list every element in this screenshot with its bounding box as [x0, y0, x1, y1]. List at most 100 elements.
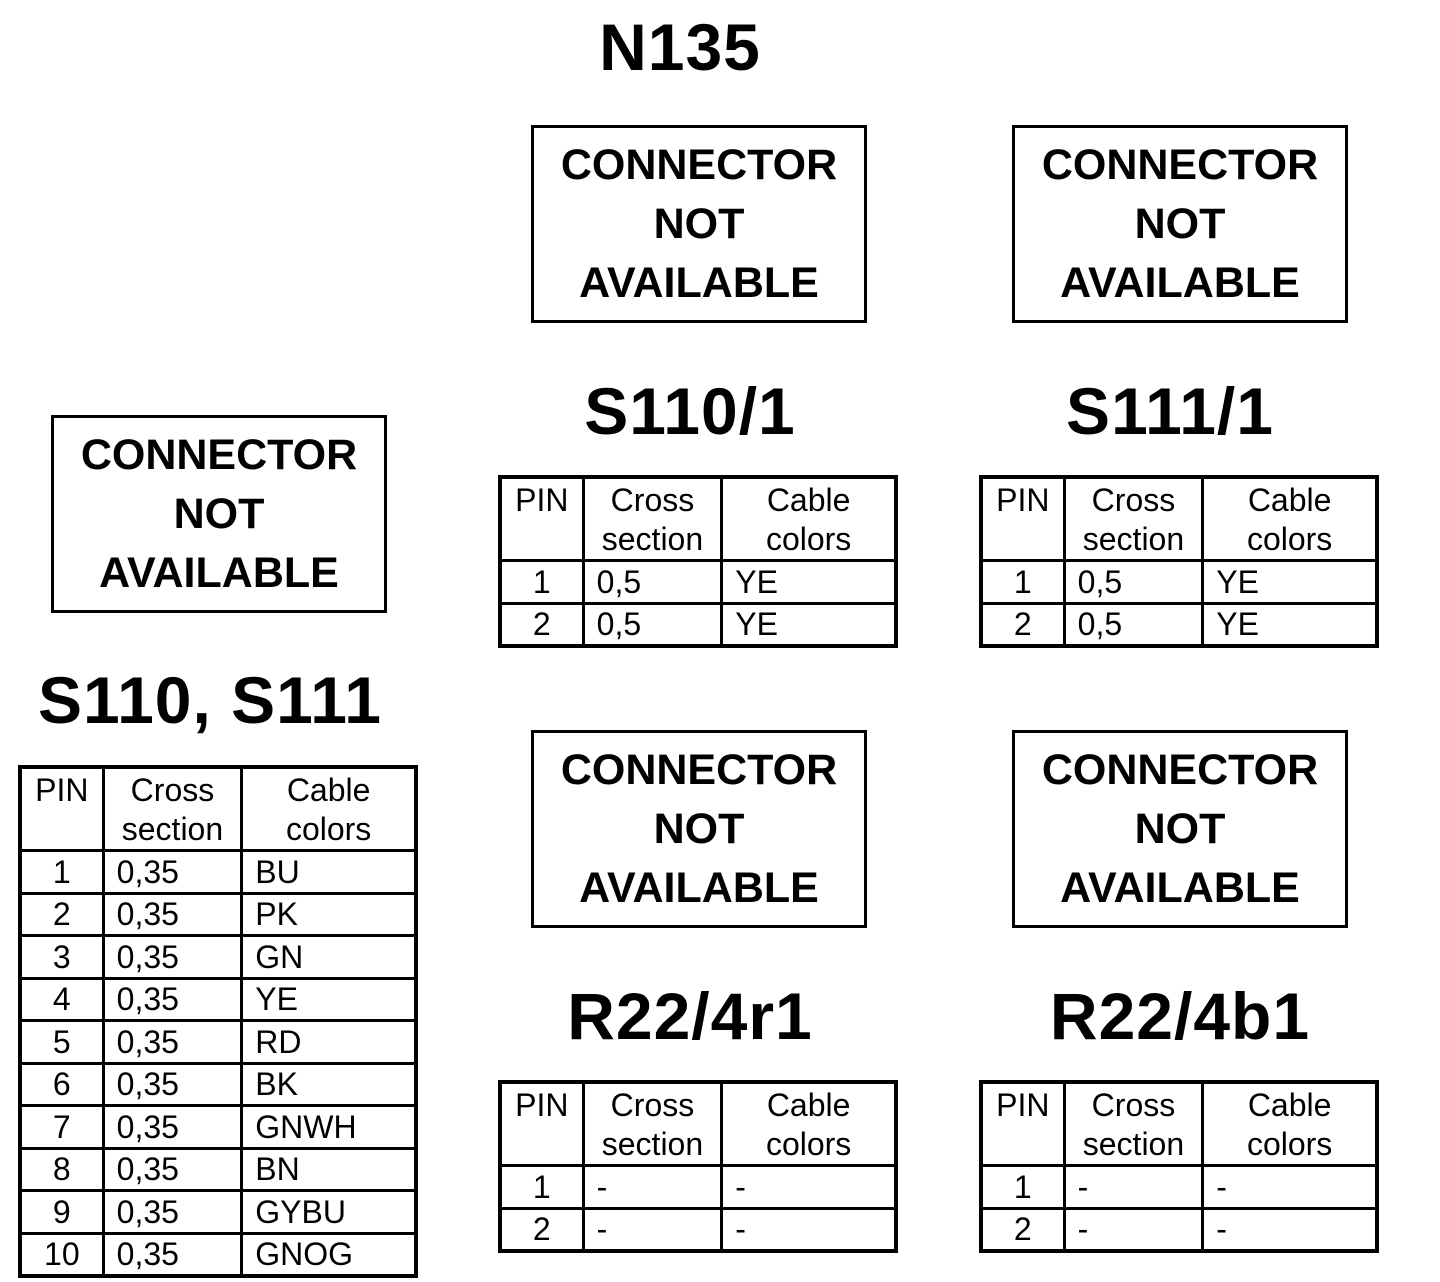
na-line-1: CONNECTOR: [560, 140, 838, 189]
title-s111-1: S111/1: [1066, 374, 1274, 448]
na-line-2: NOT: [653, 804, 745, 853]
cross-section-cell: 0,5: [581, 559, 724, 605]
cable-color-cell: -: [1201, 1164, 1379, 1210]
pin-header-label: PIN: [515, 482, 569, 518]
cable-color-cell: GYBU: [240, 1189, 418, 1235]
na-line-2: NOT: [1134, 804, 1226, 853]
cross-section-cell: -: [581, 1206, 724, 1253]
cross-section-cell: -: [581, 1164, 724, 1210]
cable-color-cell: BU: [240, 849, 418, 895]
cable-color-cell: GN: [240, 934, 418, 980]
pin-cell: 1: [979, 1164, 1066, 1210]
pin-cell: 2: [498, 601, 585, 648]
na-line-1: CONNECTOR: [1041, 745, 1319, 794]
na-line-2: NOT: [1134, 199, 1226, 248]
pin-cell: 9: [18, 1189, 105, 1235]
connector-not-available-box-n135-left: CONNECTOR NOT AVAILABLE: [531, 125, 867, 323]
pin-header: PIN: [498, 475, 585, 562]
cross-section-header-line-2: section: [1082, 1126, 1185, 1162]
pin-cell: 1: [979, 559, 1066, 605]
cable-color-cell: YE: [720, 601, 898, 648]
na-line-3: AVAILABLE: [99, 548, 339, 597]
cross-section-cell: 0,35: [101, 891, 244, 937]
pin-cell: 4: [18, 976, 105, 1022]
title-s110-s111: S110, S111: [37, 663, 383, 737]
cross-section-cell: -: [1062, 1164, 1205, 1210]
cross-section-header-line-2: section: [601, 521, 704, 557]
cross-section-header-line-1: Cross: [610, 1087, 695, 1123]
na-line-2: NOT: [173, 489, 265, 538]
cable-colors-header-line-1: Cable: [1247, 1087, 1332, 1123]
cross-section-header-line-1: Cross: [610, 482, 695, 518]
cross-section-header-line-2: section: [601, 1126, 704, 1162]
na-line-3: AVAILABLE: [1060, 258, 1300, 307]
pin-header: PIN: [498, 1080, 585, 1167]
na-line-1: CONNECTOR: [80, 430, 358, 479]
cable-color-cell: -: [720, 1164, 898, 1210]
cross-section-cell: -: [1062, 1206, 1205, 1253]
pin-header: PIN: [979, 1080, 1066, 1167]
pin-cell: 7: [18, 1104, 105, 1150]
cable-colors-header-line-2: colors: [1246, 1126, 1333, 1162]
cable-color-cell: GNOG: [240, 1231, 418, 1278]
cross-section-cell: 0,35: [101, 1104, 244, 1150]
cross-section-cell: 0,35: [101, 1019, 244, 1065]
pin-header-label: PIN: [515, 1087, 569, 1123]
na-line-3: AVAILABLE: [579, 863, 819, 912]
cable-colors-header-line-1: Cable: [766, 1087, 851, 1123]
pin-cell: 2: [498, 1206, 585, 1253]
table-row: 1--: [498, 1164, 898, 1210]
cable-color-cell: -: [1201, 1206, 1379, 1253]
cable-colors-header-line-1: Cable: [1247, 482, 1332, 518]
connector-not-available-box-s110-s111: CONNECTOR NOT AVAILABLE: [51, 415, 387, 613]
pin-header-label: PIN: [996, 1087, 1050, 1123]
cable-color-cell: BN: [240, 1146, 418, 1192]
cable-color-cell: YE: [720, 559, 898, 605]
cable-color-cell: YE: [1201, 601, 1379, 648]
pin-cell: 2: [979, 601, 1066, 648]
pin-cell: 8: [18, 1146, 105, 1192]
na-line-3: AVAILABLE: [1060, 863, 1300, 912]
pin-header: PIN: [18, 765, 105, 852]
cable-colors-header-line-2: colors: [765, 1126, 852, 1162]
cross-section-header-line-1: Cross: [1091, 1087, 1176, 1123]
connector-not-available-box-r22-4b1: CONNECTOR NOT AVAILABLE: [1012, 730, 1348, 928]
na-line-3: AVAILABLE: [579, 258, 819, 307]
pin-header: PIN: [979, 475, 1066, 562]
cable-color-cell: YE: [240, 976, 418, 1022]
cross-section-cell: 0,35: [101, 976, 244, 1022]
cable-color-cell: PK: [240, 891, 418, 937]
cross-section-header-line-1: Cross: [130, 772, 215, 808]
na-line-2: NOT: [653, 199, 745, 248]
cross-section-cell: 0,35: [101, 1146, 244, 1192]
table-row: 2--: [979, 1206, 1379, 1253]
na-line-1: CONNECTOR: [560, 745, 838, 794]
pin-cell: 5: [18, 1019, 105, 1065]
title-r22-4b1: R22/4b1: [1049, 979, 1311, 1053]
cable-color-cell: GNWH: [240, 1104, 418, 1150]
cross-section-cell: 0,35: [101, 1231, 244, 1278]
cross-section-cell: 0,5: [1062, 559, 1205, 605]
